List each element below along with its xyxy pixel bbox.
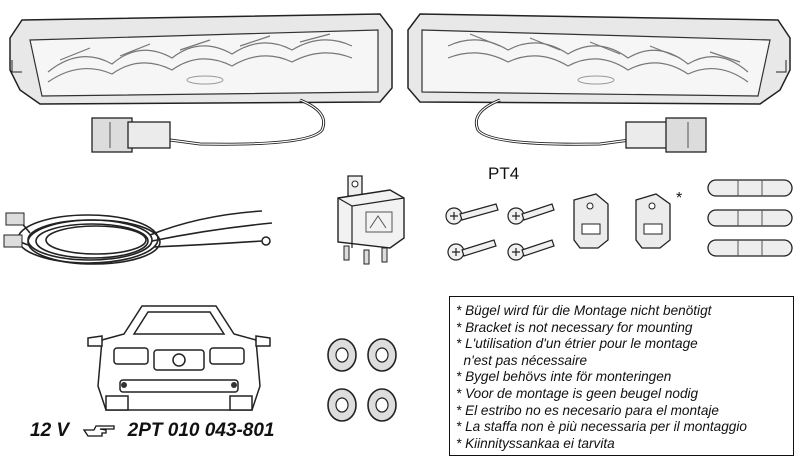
note-line-fr-1: * L'utilisation d'un étrier pour le mont… bbox=[456, 336, 698, 352]
note-line-nl: * Voor de montage is geen beugel nodig bbox=[456, 385, 699, 401]
wire-harness bbox=[0, 195, 300, 285]
part-number: 2PT 010 043-801 bbox=[127, 420, 275, 441]
note-line-en: * Bracket is not necessary for mounting bbox=[456, 319, 693, 335]
note-line-fr-2: n'est pas nécessaire bbox=[456, 352, 588, 368]
voltage-label: 12 V bbox=[30, 420, 70, 441]
relay-module bbox=[326, 168, 416, 268]
rubber-washers bbox=[322, 333, 402, 433]
screw-icon bbox=[445, 203, 555, 261]
mounting-brackets bbox=[568, 190, 688, 260]
part-number-line: 12 V 2PT 010 043-801 bbox=[30, 420, 275, 442]
right-drl-lamp bbox=[400, 0, 800, 165]
bracket-note-box: * Bügel wird für die Montage nicht benöt… bbox=[449, 296, 794, 456]
connector-sleeves bbox=[702, 172, 797, 267]
note-line-it: * La staffa non è più necessaria per il … bbox=[456, 419, 747, 435]
note-line-es: * El estribo no es necesario para el mon… bbox=[456, 402, 719, 418]
note-line-fi: * Kiinnityssankaa ei tarvita bbox=[456, 435, 615, 451]
asterisk-marker: * bbox=[676, 190, 683, 207]
kit-code-label: PT4 bbox=[488, 164, 520, 183]
left-drl-lamp bbox=[0, 0, 400, 165]
screw-set bbox=[440, 192, 560, 272]
pointing-hand-icon bbox=[82, 420, 121, 441]
vehicle-front-view bbox=[84, 300, 274, 420]
note-line-sv: * Bygel behövs inte för monteringen bbox=[456, 369, 672, 385]
note-line-de: * Bügel wird für die Montage nicht benöt… bbox=[456, 303, 712, 318]
